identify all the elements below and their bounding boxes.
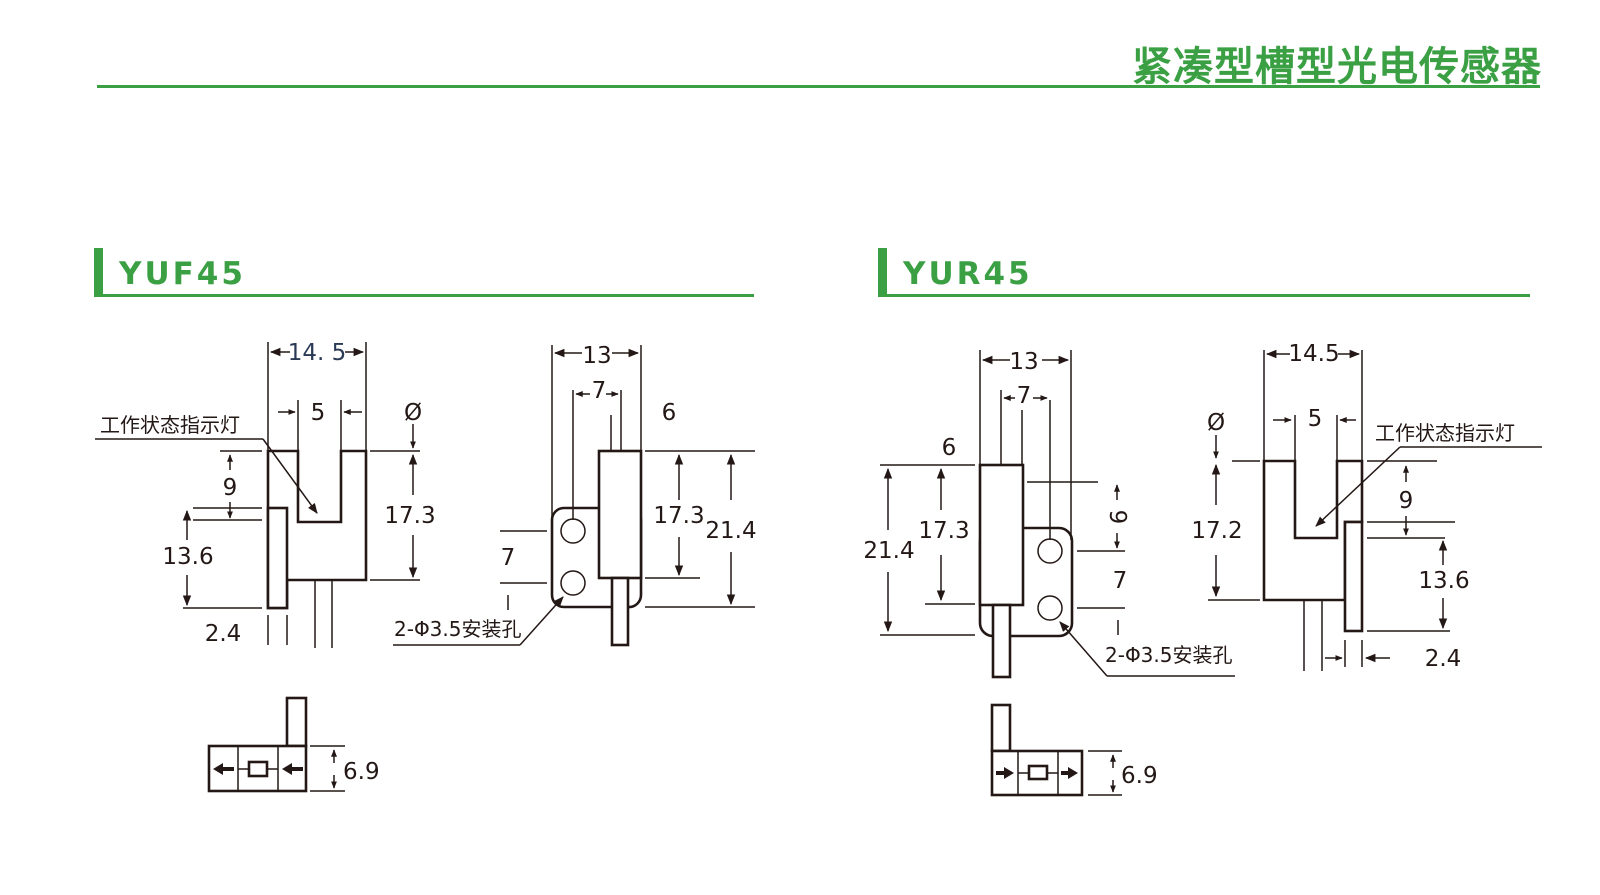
dim-slot-depth: 9 bbox=[1399, 488, 1414, 514]
emitter-element bbox=[247, 760, 269, 778]
mount-hole-leader-arrow bbox=[1059, 621, 1108, 677]
dim-hole-spacing-v: 7 bbox=[1113, 568, 1128, 594]
title-divider bbox=[97, 85, 1540, 88]
housing-block bbox=[978, 463, 1025, 607]
dim-overall-height: 21.4 bbox=[863, 538, 914, 564]
beam-arrow-right-icon bbox=[1061, 767, 1078, 779]
mount-hole bbox=[560, 570, 586, 596]
indicator-leader-arrow bbox=[262, 438, 318, 514]
mount-hole-label: 2-Φ3.5安装孔 bbox=[394, 617, 522, 641]
dim-body-height: 17.3 bbox=[918, 518, 969, 544]
yur45-front-view: 14.5 5 Ø 17.2 9 13.6 2.4 工作状态指示灯 bbox=[1191, 341, 1542, 672]
dim-hole-spacing-h: 7 bbox=[592, 378, 607, 404]
dim-lens-height: 13.6 bbox=[1418, 568, 1469, 594]
dim-lens-thickness: 2.4 bbox=[205, 621, 242, 647]
dim-lens-height: 13.6 bbox=[162, 544, 213, 570]
section-accent-bar bbox=[94, 248, 103, 297]
dim-slot-width: 5 bbox=[311, 400, 326, 426]
dim-overall-height: 21.4 bbox=[705, 518, 756, 544]
dim-thickness: 6.9 bbox=[343, 759, 380, 785]
model-name: YUF45 bbox=[119, 256, 246, 292]
indicator-label: 工作状态指示灯 bbox=[100, 413, 240, 437]
beam-arrow-left-icon bbox=[282, 763, 303, 775]
dim-top-offset: Ø bbox=[404, 400, 422, 426]
cable-stub bbox=[990, 703, 1012, 753]
dim-top-offset: Ø bbox=[1207, 410, 1225, 436]
page-title: 紧凑型槽型光电传感器 bbox=[1132, 44, 1542, 90]
yur45-bottom-view: 6.9 bbox=[990, 703, 1158, 797]
beam-arrow-right-icon bbox=[996, 767, 1014, 779]
cable bbox=[991, 603, 1012, 679]
beam-arrow-left-icon bbox=[213, 763, 234, 775]
yur45-side-view: 13 7 6 21.4 17.3 9 7 2-Φ3.5安装孔 bbox=[863, 349, 1235, 679]
mount-hole-label: 2-Φ3.5安装孔 bbox=[1105, 643, 1233, 667]
dim-lens-thickness: 2.4 bbox=[1425, 646, 1462, 672]
dim-cable-width: 6 bbox=[942, 435, 957, 461]
mount-hole-leader-arrow bbox=[519, 596, 564, 646]
dim-width-total: 13 bbox=[582, 343, 611, 369]
section-divider bbox=[94, 294, 754, 297]
housing-block bbox=[597, 449, 643, 580]
indicator-label: 工作状态指示灯 bbox=[1375, 421, 1515, 445]
dim-hole-spacing-h: 7 bbox=[1017, 383, 1032, 409]
dim-slot-width: 5 bbox=[1308, 406, 1323, 432]
receiver-element bbox=[1027, 764, 1049, 781]
dim-body-height: 17.3 bbox=[384, 503, 435, 529]
dim-thickness: 6.9 bbox=[1121, 763, 1158, 789]
section-divider bbox=[878, 294, 1530, 297]
dim-width-total: 13 bbox=[1009, 349, 1038, 375]
dim-body-height: 17.3 bbox=[653, 503, 704, 529]
dim-cable-width: 6 bbox=[662, 400, 677, 426]
yuf45-front-view: 14. 5 5 Ø 17.3 9 13.6 2.4 工作状态指示灯 bbox=[95, 340, 436, 648]
yuf45-bottom-view: 6.9 bbox=[207, 696, 380, 793]
lens-block bbox=[266, 506, 289, 610]
dim-top-hole-offset: 9 bbox=[1104, 510, 1130, 525]
dim-body-height: 17.2 bbox=[1191, 518, 1242, 544]
dim-width-total: 14.5 bbox=[1288, 341, 1339, 367]
dim-hole-spacing-v: 7 bbox=[501, 545, 516, 571]
section-header-yuf45: YUF45 bbox=[94, 248, 754, 300]
dim-width-total: 14. 5 bbox=[288, 340, 347, 366]
dim-slot-depth: 9 bbox=[223, 475, 238, 501]
cable-stub bbox=[285, 696, 308, 748]
section-header-yur45: YUR45 bbox=[878, 248, 1530, 300]
section-accent-bar bbox=[878, 248, 887, 297]
mount-hole bbox=[1037, 595, 1063, 621]
model-name: YUR45 bbox=[903, 256, 1033, 292]
indicator-leader-arrow bbox=[1315, 446, 1401, 527]
lens-block bbox=[1343, 520, 1364, 633]
yuf45-side-view: 13 7 6 17.3 21.4 7 2-Φ3.5安装孔 bbox=[393, 343, 757, 647]
cable bbox=[610, 576, 630, 647]
